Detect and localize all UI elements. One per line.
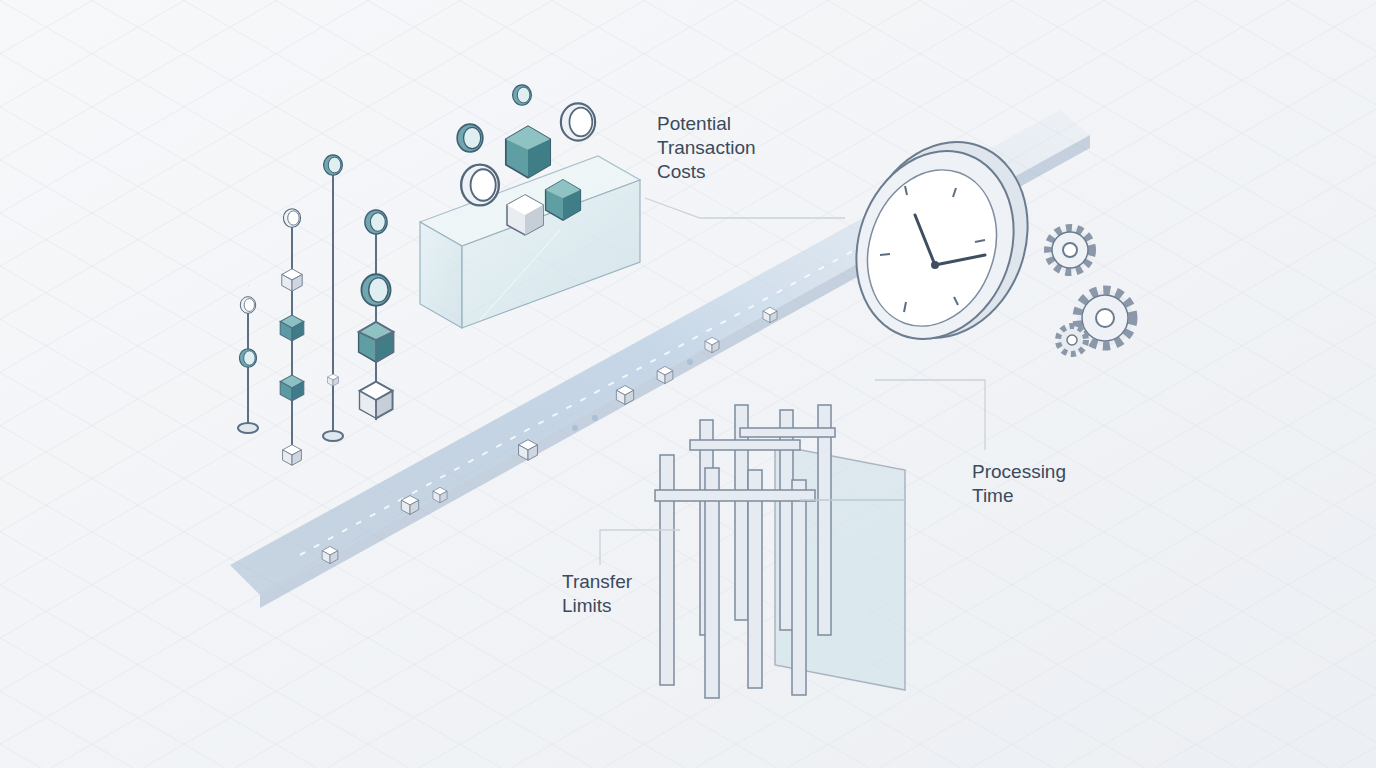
gears	[1048, 228, 1133, 354]
cost-container	[420, 85, 640, 328]
leader-lines	[600, 198, 985, 565]
clock	[831, 119, 1055, 362]
callout-label: Transfer Limits	[562, 570, 672, 618]
asset-pillars	[238, 155, 393, 466]
callout-label: Potential Transaction Costs	[657, 112, 797, 184]
callout-label: Processing Time	[972, 460, 1097, 508]
limit-barrier	[655, 405, 905, 698]
